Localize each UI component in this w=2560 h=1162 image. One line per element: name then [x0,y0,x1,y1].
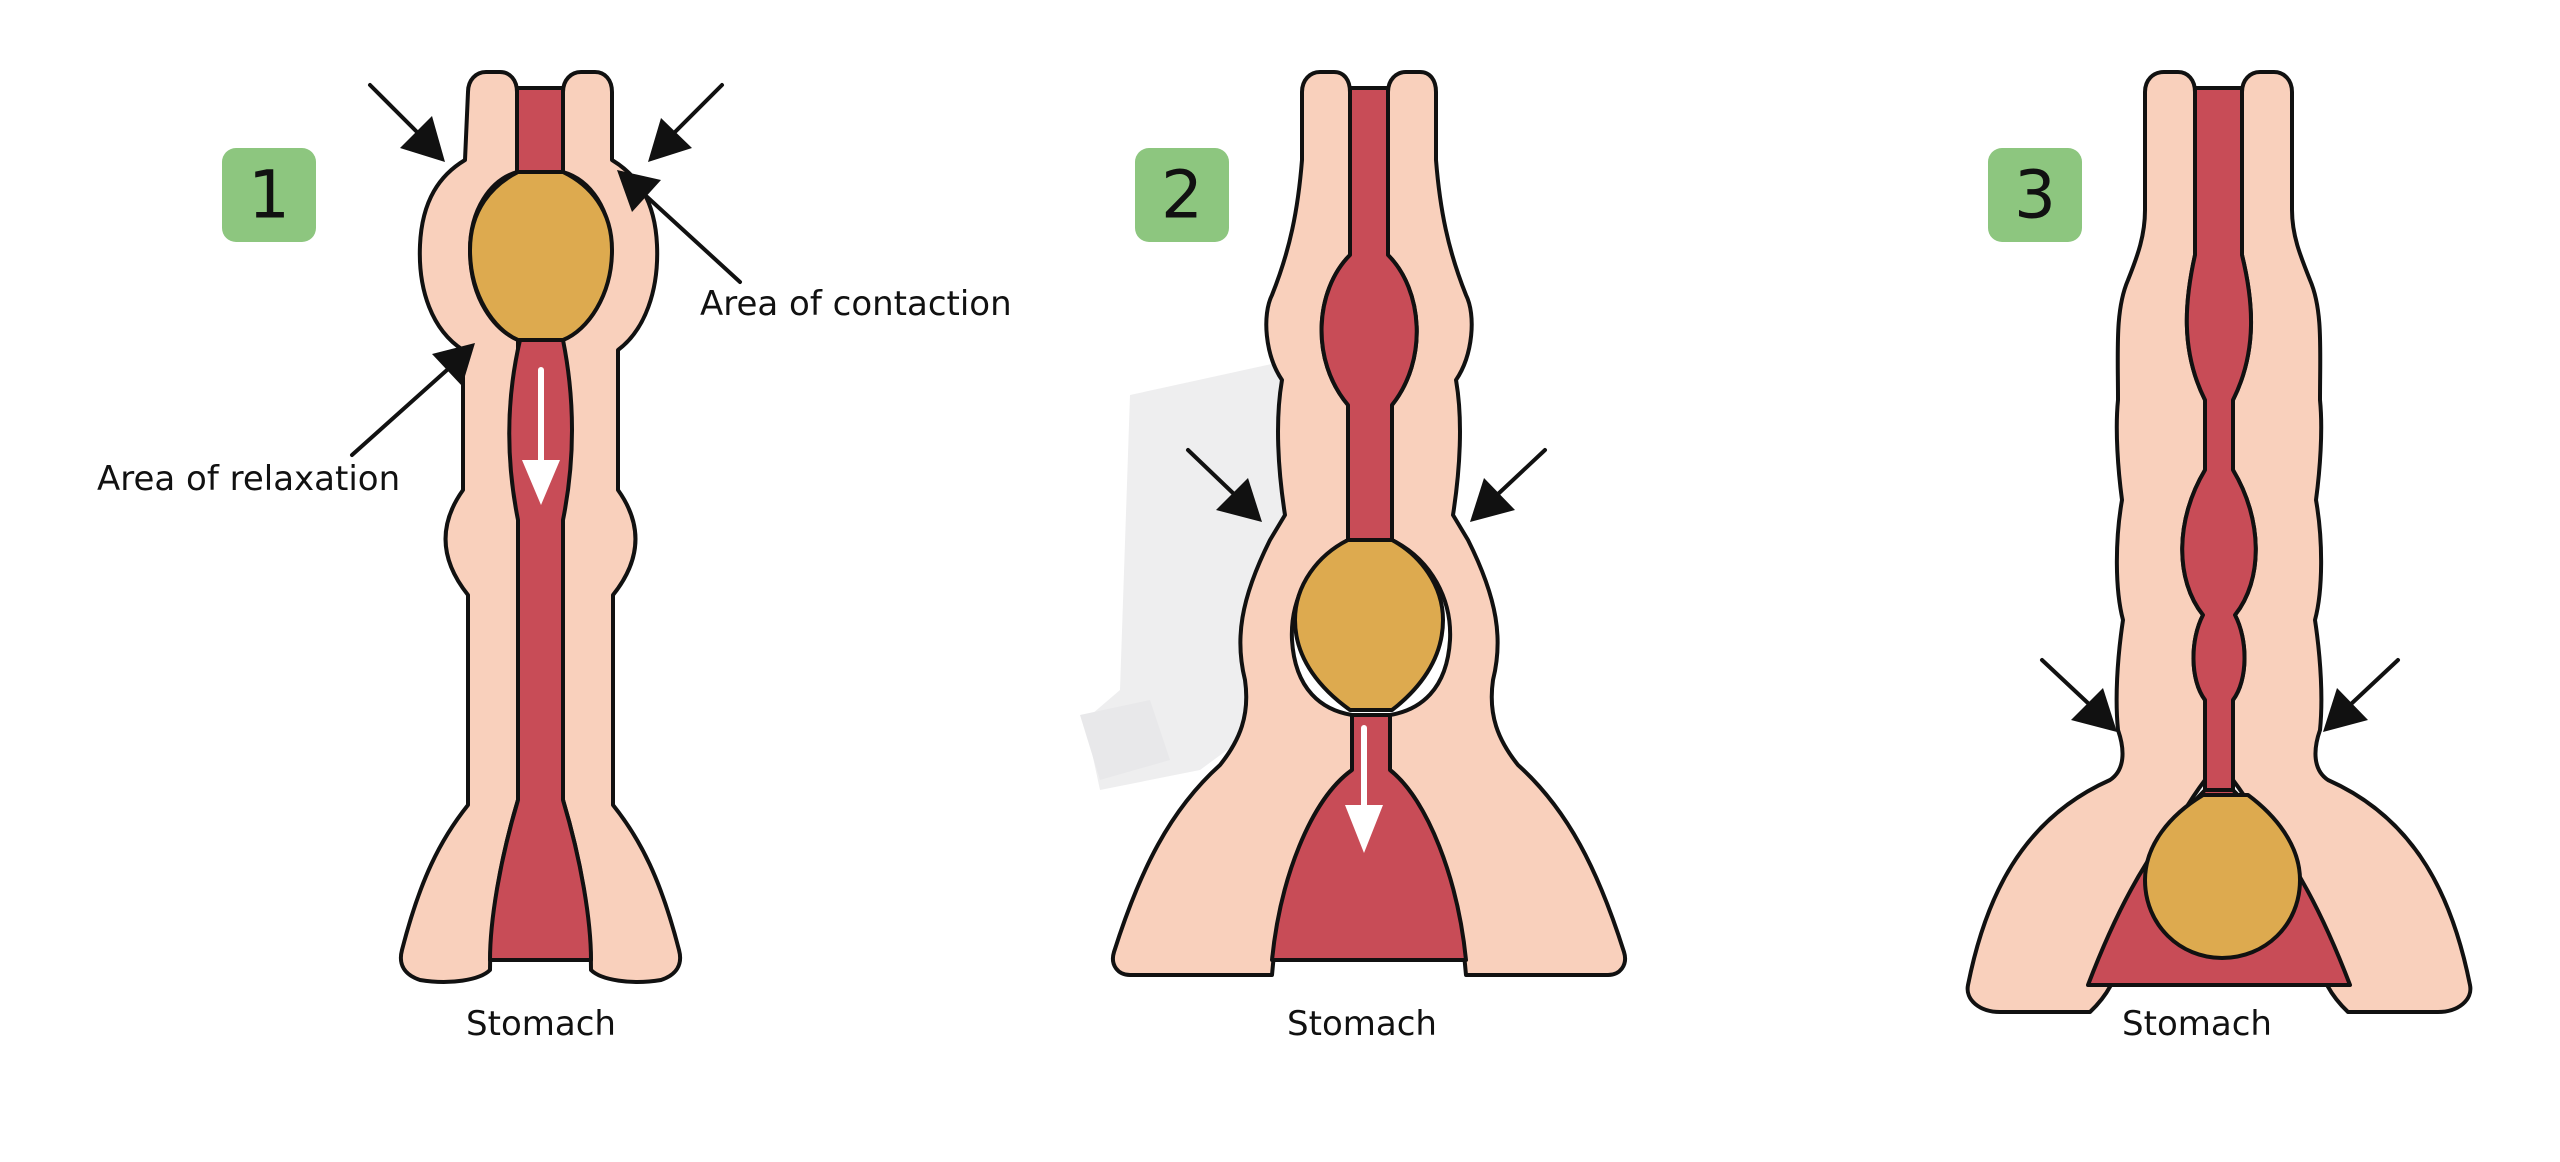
step-badge-1 [222,148,316,242]
contraction-arrow-left-head [1216,478,1262,522]
relaxation-label: Area of relaxation [97,459,400,499]
contraction-arrow-left-line [368,83,422,137]
movement-arrow-head [522,460,560,505]
relaxation-annotation-head [432,343,475,386]
step-badge-3 [1988,148,2082,242]
panel-3: 3 Stomach [1965,70,2473,1044]
movement-arrow-head [1345,805,1383,853]
esophagus-wall-right [1386,70,1627,977]
contraction-arrow-right-line [2348,658,2400,707]
contraction-arrow-left-line [2040,658,2092,707]
food-bolus [1293,538,1445,712]
relaxation-annotation-line [350,368,449,457]
step-badge-2 [1135,148,1229,242]
stomach-label-1: Stomach [466,1004,616,1044]
contraction-arrow-right-line [1495,448,1547,497]
step-number-3: 3 [2014,157,2056,234]
step-number-2: 2 [1161,157,1203,234]
watermark-ribbon-shape [1080,700,1170,780]
contraction-label: Area of contaction [700,284,1012,324]
panel-2: 2 Stomach [1111,70,1627,1044]
esophagus-lumen [515,86,565,174]
watermark-shield-shape [1085,360,1295,790]
contraction-annotation-head [617,170,661,212]
step-number-1: 1 [248,157,290,234]
stomach-label-2: Stomach [1287,1004,1437,1044]
food-bolus [468,170,614,342]
stomach-label-3: Stomach [2122,1004,2272,1044]
food-bolus [2143,793,2302,960]
contraction-arrow-right-head [648,118,692,162]
contraction-arrow-left-head [400,116,445,162]
panel-1: 1 Area of contaction Area of relaxation … [97,70,1012,1044]
contraction-arrow-left-head [2071,688,2117,732]
contraction-arrow-right-line [670,83,724,137]
contraction-arrow-right-head [2323,688,2368,732]
watermark-logo [1080,360,1295,790]
contraction-annotation-line [643,193,742,284]
contraction-arrow-left-line [1186,448,1237,497]
esophagus-lumen-lower [488,338,593,962]
contraction-arrow-right-head [1470,478,1515,522]
